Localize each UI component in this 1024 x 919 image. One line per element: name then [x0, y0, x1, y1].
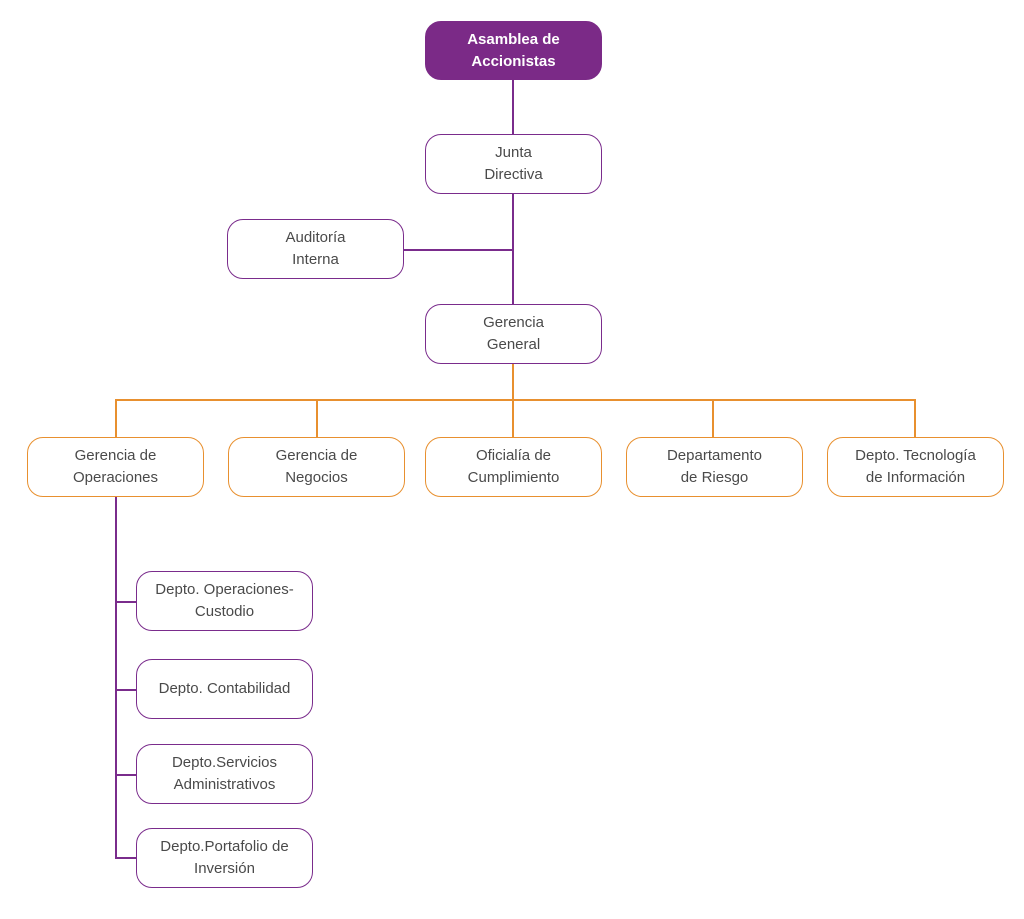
- connector-operaciones-vertical: [115, 497, 117, 858]
- node-depto-servicios-administrativos: Depto.Servicios Administrativos: [136, 744, 313, 804]
- connector-drop-tecnologia: [914, 399, 916, 438]
- connector-portafolio: [115, 857, 137, 859]
- node-gerencia-general: Gerencia General: [425, 304, 602, 364]
- node-asamblea: Asamblea de Accionistas: [425, 21, 602, 80]
- node-auditoria-interna-label: Auditoría Interna: [285, 229, 346, 268]
- node-junta-directiva-label: Junta Directiva: [484, 144, 543, 183]
- connector-servicios: [115, 774, 137, 776]
- node-depto-tecnologia-label: Depto. Tecnología de Información: [855, 447, 976, 486]
- node-depto-tecnologia: Depto. Tecnología de Información: [827, 437, 1004, 497]
- connector-contabilidad: [115, 689, 137, 691]
- node-departamento-riesgo-label: Departamento de Riesgo: [666, 447, 763, 486]
- connector-gerencia-branches: [512, 363, 514, 400]
- node-gerencia-negocios-label: Gerencia de Negocios: [275, 447, 358, 486]
- node-gerencia-operaciones-label: Gerencia de Operaciones: [72, 447, 159, 486]
- node-junta-directiva: Junta Directiva: [425, 134, 602, 194]
- connector-drop-negocios: [316, 399, 318, 438]
- connector-drop-riesgo: [712, 399, 714, 438]
- node-asamblea-label: Asamblea de Accionistas: [467, 30, 560, 70]
- connector-drop-operaciones: [115, 399, 117, 438]
- node-gerencia-negocios: Gerencia de Negocios: [228, 437, 405, 497]
- node-auditoria-interna: Auditoría Interna: [227, 219, 404, 279]
- node-depto-portafolio-inversion-label: Depto.Portafolio de Inversión: [160, 838, 289, 877]
- connector-horizontal-branch: [115, 399, 916, 401]
- node-depto-portafolio-inversion: Depto.Portafolio de Inversión: [136, 828, 313, 888]
- node-departamento-riesgo: Departamento de Riesgo: [626, 437, 803, 497]
- connector-asamblea-junta: [512, 79, 514, 135]
- node-oficialia-cumplimiento: Oficialía de Cumplimiento: [425, 437, 602, 497]
- node-depto-contabilidad: Depto. Contabilidad: [136, 659, 313, 719]
- node-gerencia-general-label: Gerencia General: [483, 314, 544, 353]
- node-gerencia-operaciones: Gerencia de Operaciones: [27, 437, 204, 497]
- node-depto-operaciones-custodio-label: Depto. Operaciones- Custodio: [155, 581, 294, 620]
- connector-auditoria: [403, 249, 513, 251]
- connector-custodio: [115, 601, 137, 603]
- node-oficialia-cumplimiento-label: Oficialía de Cumplimiento: [467, 447, 560, 486]
- connector-drop-oficialia: [512, 399, 514, 438]
- node-depto-operaciones-custodio: Depto. Operaciones- Custodio: [136, 571, 313, 631]
- node-depto-servicios-administrativos-label: Depto.Servicios Administrativos: [171, 754, 278, 793]
- node-depto-contabilidad-label: Depto. Contabilidad: [158, 680, 291, 697]
